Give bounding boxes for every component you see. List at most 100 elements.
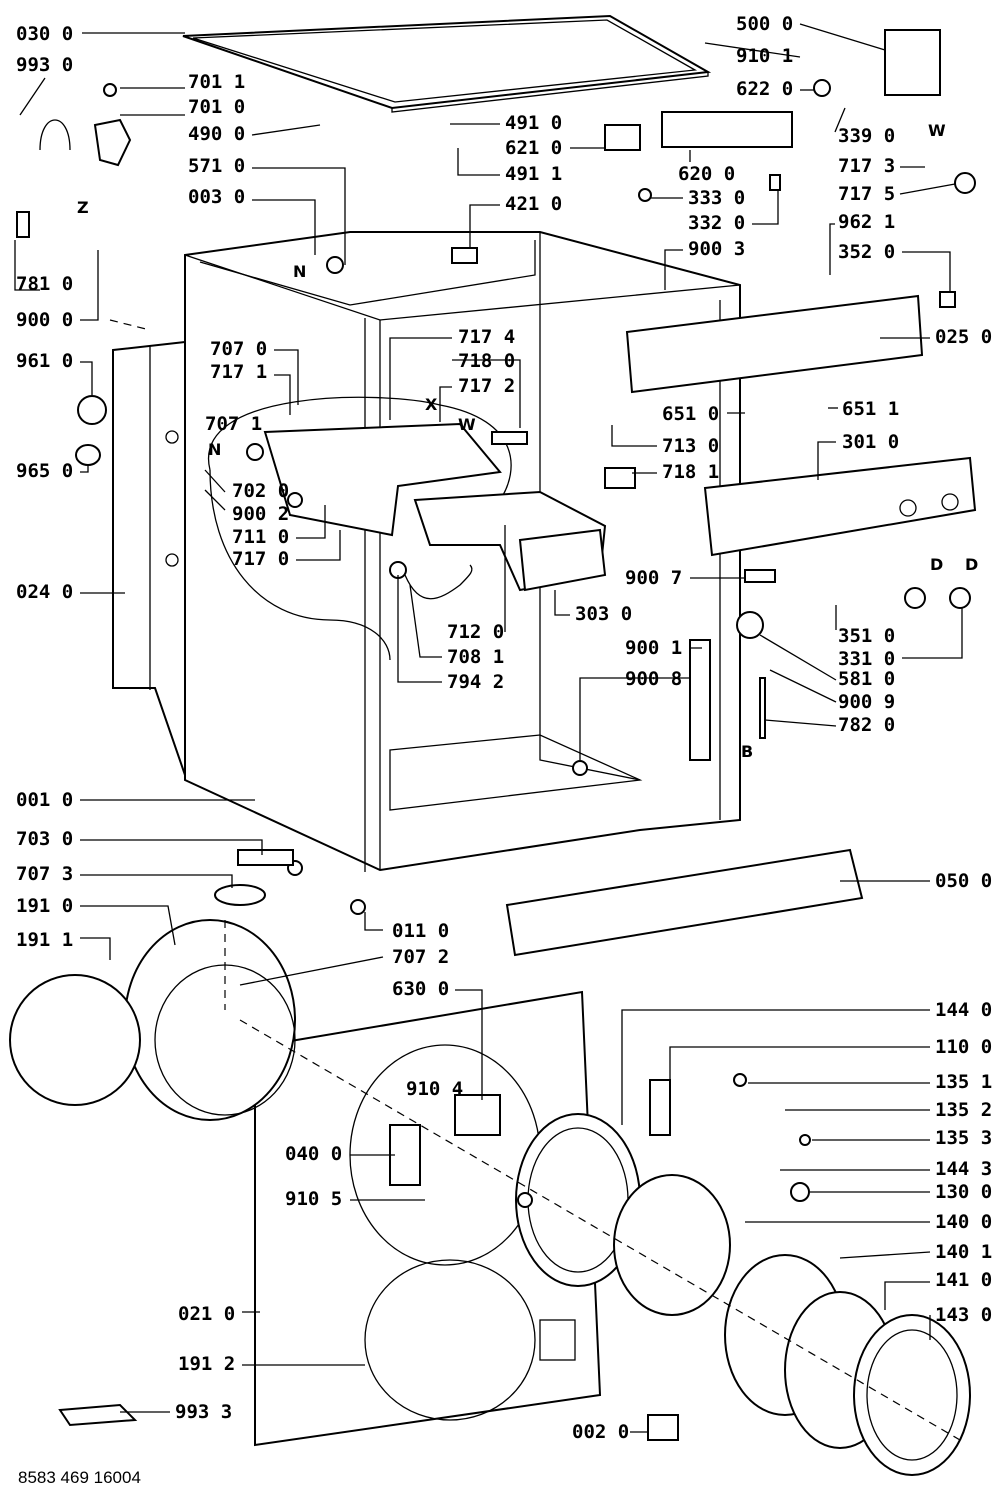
part-label-421-0: 421 0 bbox=[505, 193, 562, 215]
leader-line-110-0 bbox=[669, 1046, 930, 1080]
leader-line-900-2 bbox=[204, 489, 226, 511]
part-label-707-3: 707 3 bbox=[16, 863, 73, 885]
leader-line-717-1 bbox=[274, 374, 291, 415]
control-board bbox=[625, 294, 924, 394]
part-label-003-0: 003 0 bbox=[188, 186, 245, 208]
part-label-490-0: 490 0 bbox=[188, 123, 245, 145]
leader-line-571-0 bbox=[252, 167, 346, 265]
part-label-040-0: 040 0 bbox=[285, 1143, 342, 1165]
part-label-571-0: 571 0 bbox=[188, 155, 245, 177]
part-label-191-1: 191 1 bbox=[16, 929, 73, 951]
cabinet-body bbox=[184, 231, 741, 872]
leader-line-717-0 bbox=[296, 530, 341, 561]
part-label-711-0: 711 0 bbox=[232, 526, 289, 548]
part-label-144-0: 144 0 bbox=[935, 999, 992, 1021]
part-label-135-1: 135 1 bbox=[935, 1071, 992, 1093]
part-label-130-0: 130 0 bbox=[935, 1181, 992, 1203]
leader-line-191-1 bbox=[80, 937, 111, 960]
rear-panel bbox=[112, 340, 186, 776]
part-label-701-0: 701 0 bbox=[188, 96, 245, 118]
part-label-191-2: 191 2 bbox=[178, 1353, 235, 1375]
leader-line-500-0 bbox=[799, 23, 886, 51]
leader-line-910-1 bbox=[704, 42, 801, 58]
leader-line-339-0 bbox=[834, 107, 846, 133]
part-label-332-0: 332 0 bbox=[688, 212, 745, 234]
part-label-900-3: 900 3 bbox=[688, 238, 745, 260]
leader-line-900-8 bbox=[579, 677, 690, 760]
part-label-965-0: 965 0 bbox=[16, 460, 73, 482]
part-label-135-3: 135 3 bbox=[935, 1127, 992, 1149]
leader-line-332-0 bbox=[752, 190, 779, 225]
part-label-025-0: 025 0 bbox=[935, 326, 992, 348]
leader-line-781-0 bbox=[14, 240, 40, 291]
part-label-717-0: 717 0 bbox=[232, 548, 289, 570]
leader-line-491-1 bbox=[457, 148, 500, 176]
leader-line-707-2 bbox=[239, 956, 384, 986]
leader-line-717-4 bbox=[389, 337, 452, 420]
part-label-110-0: 110 0 bbox=[935, 1036, 992, 1058]
part-label-703-0: 703 0 bbox=[16, 828, 73, 850]
part-label-910-1: 910 1 bbox=[736, 45, 793, 67]
door-glass bbox=[613, 1174, 731, 1316]
leader-line-900-0 bbox=[80, 250, 99, 321]
part-label-718-1: 718 1 bbox=[662, 461, 719, 483]
door-cover bbox=[853, 1314, 971, 1476]
leader-line-191-0 bbox=[80, 905, 176, 946]
part-label-717-1: 717 1 bbox=[210, 361, 267, 383]
leader-lines bbox=[14, 23, 963, 1433]
leader-line-718-0 bbox=[452, 359, 521, 428]
reference-letter-d: D bbox=[930, 555, 943, 574]
part-label-651-1: 651 1 bbox=[842, 398, 899, 420]
leader-line-993-0 bbox=[19, 77, 46, 116]
leader-line-708-1 bbox=[409, 584, 442, 658]
leader-line-331-0 bbox=[902, 608, 963, 659]
part-label-050-0: 050 0 bbox=[935, 870, 992, 892]
leader-line-352-0 bbox=[902, 251, 951, 292]
part-label-141-0: 141 0 bbox=[935, 1269, 992, 1291]
top-cover bbox=[182, 14, 712, 110]
part-label-021-0: 021 0 bbox=[178, 1303, 235, 1325]
part-label-962-1: 962 1 bbox=[838, 211, 895, 233]
part-label-717-3: 717 3 bbox=[838, 155, 895, 177]
part-label-339-0: 339 0 bbox=[838, 125, 895, 147]
reference-letter-x: X bbox=[425, 395, 438, 414]
plinth bbox=[505, 848, 864, 957]
bellow-seal bbox=[9, 974, 141, 1106]
reference-letter-w: W bbox=[458, 415, 476, 434]
leader-line-965-0 bbox=[80, 465, 89, 473]
part-label-993-0: 993 0 bbox=[16, 54, 73, 76]
leader-line-144-0 bbox=[621, 1009, 930, 1125]
part-label-900-0: 900 0 bbox=[16, 309, 73, 331]
part-label-717-2: 717 2 bbox=[458, 375, 515, 397]
part-label-713-0: 713 0 bbox=[662, 435, 719, 457]
part-label-707-0: 707 0 bbox=[210, 338, 267, 360]
part-label-900-7: 900 7 bbox=[625, 567, 682, 589]
part-label-301-0: 301 0 bbox=[842, 431, 899, 453]
part-label-702-0: 702 0 bbox=[232, 480, 289, 502]
part-label-900-2: 900 2 bbox=[232, 503, 289, 525]
knob-left bbox=[904, 587, 926, 609]
part-label-910-5: 910 5 bbox=[285, 1188, 342, 1210]
part-label-701-1: 701 1 bbox=[188, 71, 245, 93]
part-label-002-0: 002 0 bbox=[572, 1421, 629, 1443]
part-label-900-1: 900 1 bbox=[625, 637, 682, 659]
leader-line-707-0 bbox=[274, 349, 299, 405]
knob-right bbox=[949, 587, 971, 609]
part-label-712-0: 712 0 bbox=[447, 621, 504, 643]
part-label-651-0: 651 0 bbox=[662, 403, 719, 425]
leader-line-961-0 bbox=[80, 361, 93, 395]
part-label-144-3: 144 3 bbox=[935, 1158, 992, 1180]
leader-line-900-3 bbox=[664, 249, 683, 290]
control-fascia bbox=[703, 456, 977, 557]
part-label-352-0: 352 0 bbox=[838, 241, 895, 263]
part-label-191-0: 191 0 bbox=[16, 895, 73, 917]
part-label-001-0: 001 0 bbox=[16, 789, 73, 811]
reference-letter-n: N bbox=[208, 440, 221, 459]
leader-line-141-0 bbox=[884, 1281, 930, 1310]
leader-line-581-0 bbox=[759, 634, 837, 681]
dispenser-housing bbox=[263, 422, 502, 537]
leader-line-003-0 bbox=[252, 199, 316, 255]
